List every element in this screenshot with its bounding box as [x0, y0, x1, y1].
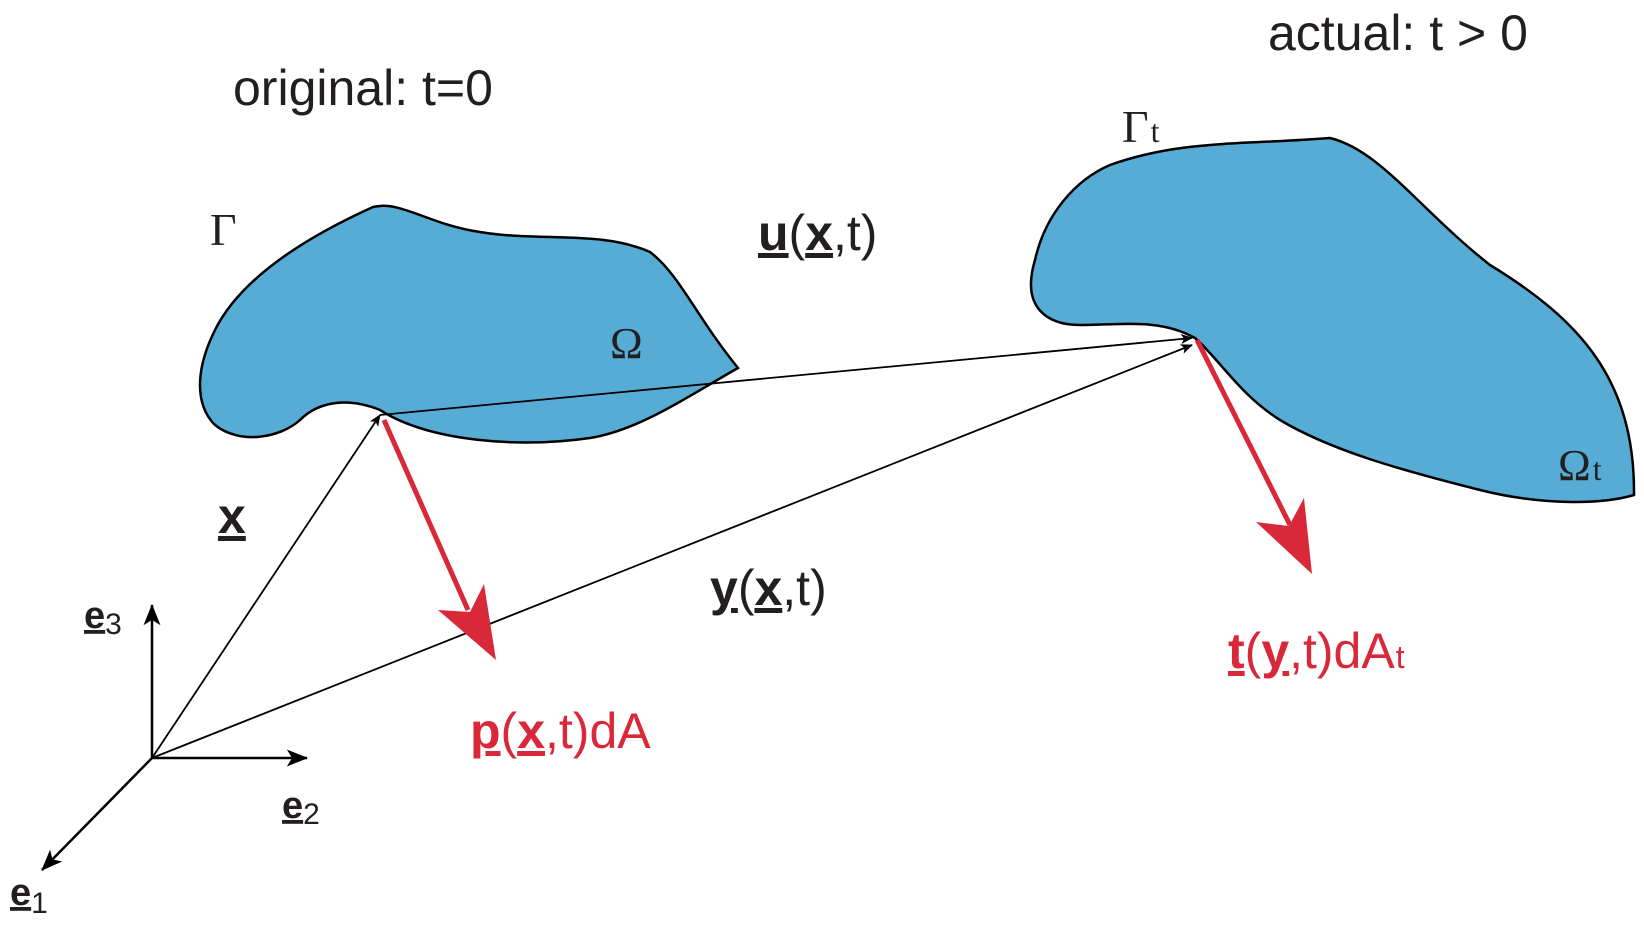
position-vector-y: [151, 344, 1193, 759]
basis-e1-label: e1: [10, 872, 48, 920]
traction-p-label: p(x,t)dA: [470, 703, 651, 759]
axis-e1-arrow: [41, 757, 153, 871]
basis-e2-label: e2: [282, 785, 320, 831]
current-body-region: [1029, 136, 1636, 504]
traction-arrowhead-p: [438, 584, 496, 660]
actual-config-label: actual: t > 0: [1268, 5, 1528, 61]
traction-arrowhead-t: [1256, 498, 1312, 574]
original-config-label: original: t=0: [233, 60, 493, 116]
position-y-label: y(x,t): [710, 560, 827, 616]
traction-t-label: t(y,t)dAt: [1228, 623, 1405, 679]
omega-t-region-label: Ωt: [1558, 441, 1602, 490]
position-vector-x: [151, 414, 381, 759]
basis-e3-label: e3: [84, 595, 122, 641]
traction-arrow-p: [381, 418, 471, 612]
displacement-vector-u: [379, 334, 1193, 416]
gamma-t-boundary-label: Γt: [1122, 101, 1160, 152]
omega-region-label: Ω: [610, 319, 643, 368]
displacement-label: u(x,t): [758, 205, 877, 261]
reference-body-region: [198, 204, 740, 444]
gamma-boundary-label: Γ: [210, 204, 237, 255]
position-x-label: x: [218, 488, 246, 544]
traction-arrow-t: [1194, 338, 1293, 527]
